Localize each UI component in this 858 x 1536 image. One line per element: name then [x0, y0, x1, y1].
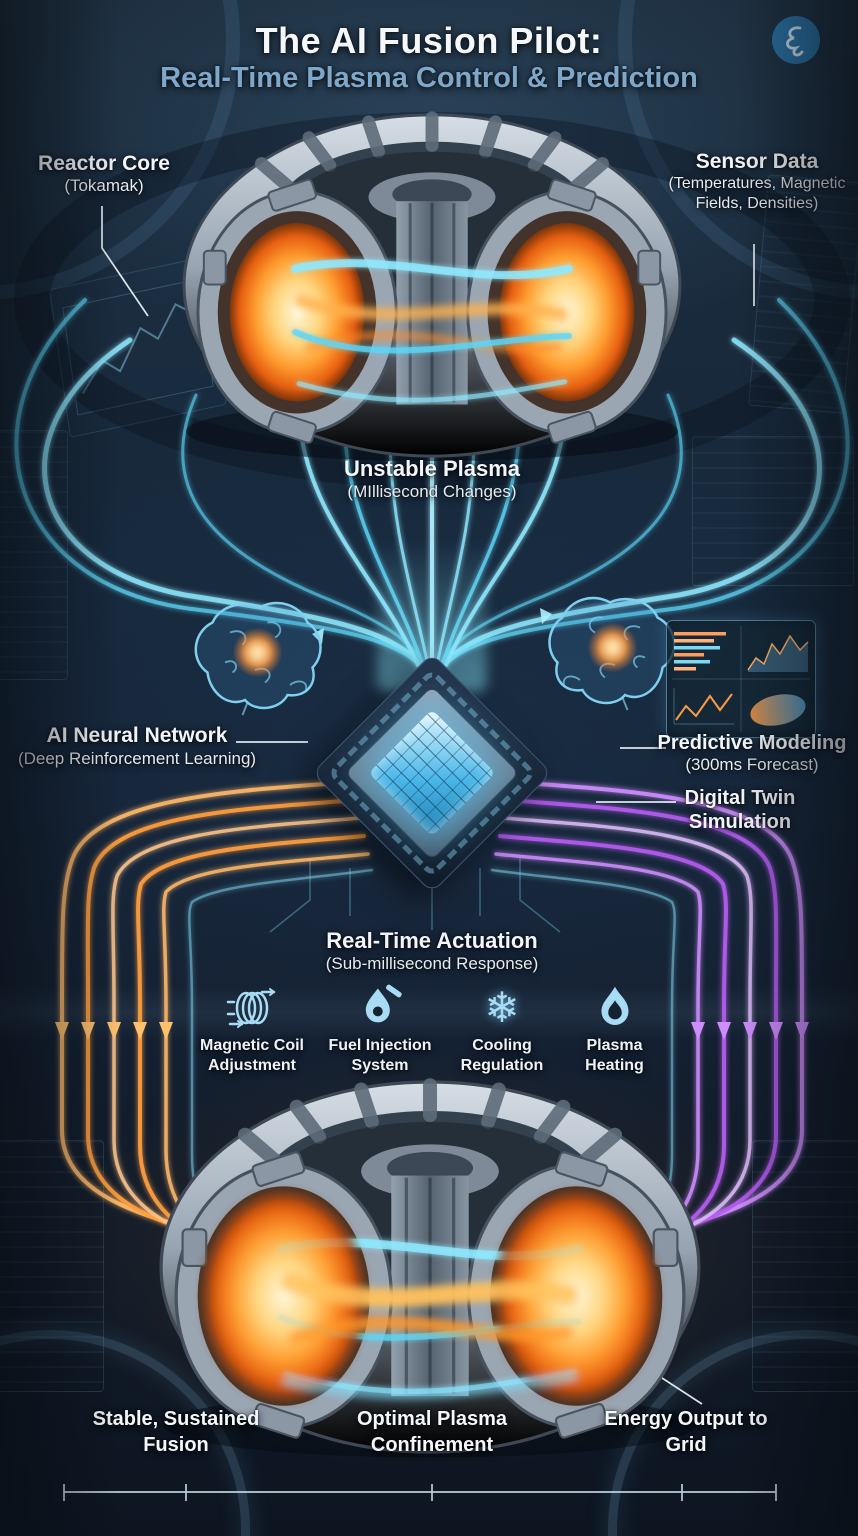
infographic-ai-fusion-pilot: The AI Fusion Pilot: Real-Time Plasma Co… [0, 0, 858, 1536]
edge-vignette [0, 0, 858, 1536]
